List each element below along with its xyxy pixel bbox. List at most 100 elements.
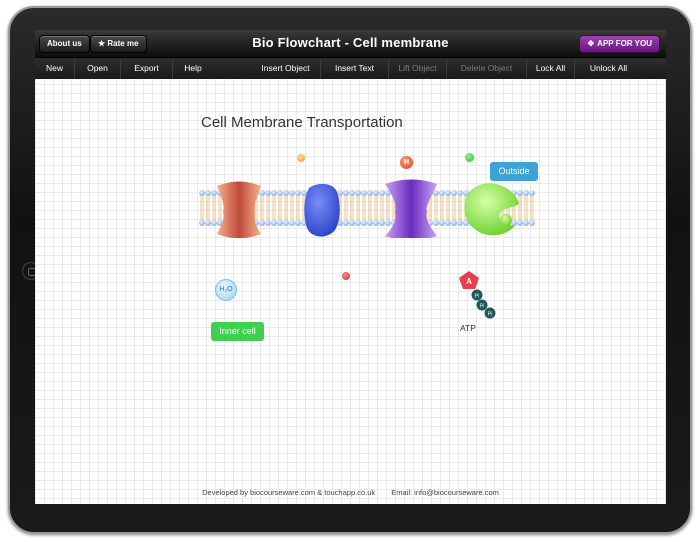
about-us-label: About us <box>47 39 82 48</box>
outside-label[interactable]: Outside <box>490 162 538 181</box>
phospholipid-head <box>265 190 271 196</box>
orange-molecule[interactable] <box>297 154 305 162</box>
phospholipid-head <box>517 190 523 196</box>
phospholipid-head <box>367 220 373 226</box>
phospholipid-head <box>463 190 469 196</box>
carrier-protein-blue[interactable] <box>304 183 340 237</box>
phospholipid-head <box>451 190 457 196</box>
phospholipid-head <box>445 220 451 226</box>
contact-email: Email: info@biocourseware.com <box>391 488 499 497</box>
phospholipid-head <box>373 220 379 226</box>
phospholipid-head <box>259 190 265 196</box>
phospholipid-head <box>517 220 523 226</box>
app-screen: About us ★ Rate me Bio Flowchart - Cell … <box>35 30 666 504</box>
inner-cell-label[interactable]: Inner cell <box>211 322 264 341</box>
phospholipid-head <box>355 220 361 226</box>
phospholipid-head <box>373 190 379 196</box>
pump-protein-green[interactable] <box>464 183 519 236</box>
canvas-title[interactable]: Cell Membrane Transportation <box>201 114 403 131</box>
phospholipid-head <box>511 220 517 226</box>
phospholipid-head <box>523 190 529 196</box>
phospholipid-head <box>289 190 295 196</box>
atp-label[interactable]: ATP <box>460 323 476 333</box>
phospholipid-head <box>283 190 289 196</box>
phospholipid-head <box>337 220 343 226</box>
hydrogen-ion-label: H <box>403 159 410 166</box>
phospholipid-head <box>295 190 301 196</box>
phospholipid-head <box>295 220 301 226</box>
phospholipid-head <box>205 220 211 226</box>
phospholipid-head <box>343 190 349 196</box>
phospholipid-head <box>361 190 367 196</box>
menu-export[interactable]: Export <box>121 58 173 79</box>
menu-open[interactable]: Open <box>75 58 121 79</box>
phospholipid-head <box>379 190 385 196</box>
hydrogen-ion[interactable]: H <box>400 156 413 169</box>
water-molecule[interactable]: H₂O <box>215 279 237 301</box>
phosphate-2-label: Pi <box>480 304 484 310</box>
water-molecule-label: H₂O <box>219 286 233 293</box>
phospholipid-head <box>463 220 469 226</box>
phospholipid-head <box>529 220 535 226</box>
menu-delete-object[interactable]: Delete Object <box>447 58 527 79</box>
menu-bar: New Open Export Help Insert Object Inser… <box>35 58 666 79</box>
menu-lift-object[interactable]: Lift Object <box>389 58 447 79</box>
phospholipid-head <box>349 220 355 226</box>
phospholipid-head <box>199 190 205 196</box>
channel-protein-orange[interactable] <box>217 181 261 239</box>
channel-protein-purple[interactable] <box>385 179 437 239</box>
phospholipid-head <box>289 220 295 226</box>
about-us-button[interactable]: About us <box>39 35 90 53</box>
cell-membrane-diagram[interactable] <box>199 178 535 238</box>
phospholipid-head <box>343 220 349 226</box>
phospholipid-head <box>277 190 283 196</box>
phospholipid-head <box>337 190 343 196</box>
app-for-you-label: APP FOR YOU <box>597 39 652 48</box>
footer: Developed by biocourseware.com & touchap… <box>35 488 666 497</box>
phospholipid-head <box>277 220 283 226</box>
menu-insert-text[interactable]: Insert Text <box>321 58 389 79</box>
phospholipid-head <box>265 220 271 226</box>
atp-molecule[interactable]: A Pi Pi Pi <box>458 270 498 322</box>
phospholipid-head <box>349 190 355 196</box>
phospholipid-head <box>355 190 361 196</box>
phospholipid-head <box>205 190 211 196</box>
rate-me-label: Rate me <box>107 39 139 48</box>
star-icon: ★ <box>98 39 106 48</box>
green-molecule[interactable] <box>465 153 474 162</box>
phospholipid-head <box>361 220 367 226</box>
phosphate-2 <box>476 299 488 311</box>
menu-help[interactable]: Help <box>184 63 202 73</box>
menu-lock-all[interactable]: Lock All <box>527 58 575 79</box>
phospholipid-head <box>385 190 391 196</box>
phospholipid-head <box>439 190 445 196</box>
developer-credit: Developed by biocourseware.com & touchap… <box>202 488 376 497</box>
phospholipid-head <box>379 220 385 226</box>
phospholipid-head <box>217 220 223 226</box>
adenine-pentagon <box>459 271 479 289</box>
phospholipid-head <box>457 220 463 226</box>
phospholipid-head <box>433 220 439 226</box>
menu-insert-object[interactable]: Insert Object <box>251 58 321 79</box>
phospholipid-head <box>523 220 529 226</box>
phosphate-3 <box>484 307 496 319</box>
adenine-label: A <box>466 277 472 286</box>
rate-me-button[interactable]: ★ Rate me <box>90 35 147 53</box>
pump-subunit <box>500 214 512 226</box>
menu-new[interactable]: New <box>35 58 75 79</box>
phosphate-1 <box>471 289 483 301</box>
red-molecule[interactable] <box>342 272 350 280</box>
app-title: Bio Flowchart - Cell membrane <box>252 35 449 50</box>
phospholipid-head <box>433 190 439 196</box>
phospholipid-head <box>445 190 451 196</box>
phospholipid-head <box>301 190 307 196</box>
phosphate-3-label: Pi <box>488 312 492 318</box>
phospholipid-head <box>439 220 445 226</box>
phospholipid-head <box>457 190 463 196</box>
phospholipid-head <box>385 220 391 226</box>
menu-unlock-all[interactable]: Unlock All <box>589 63 628 73</box>
phospholipid-head <box>451 220 457 226</box>
phospholipid-head <box>367 190 373 196</box>
phospholipid-head <box>271 220 277 226</box>
app-for-you-button[interactable]: ✥APP FOR YOU <box>579 35 660 53</box>
